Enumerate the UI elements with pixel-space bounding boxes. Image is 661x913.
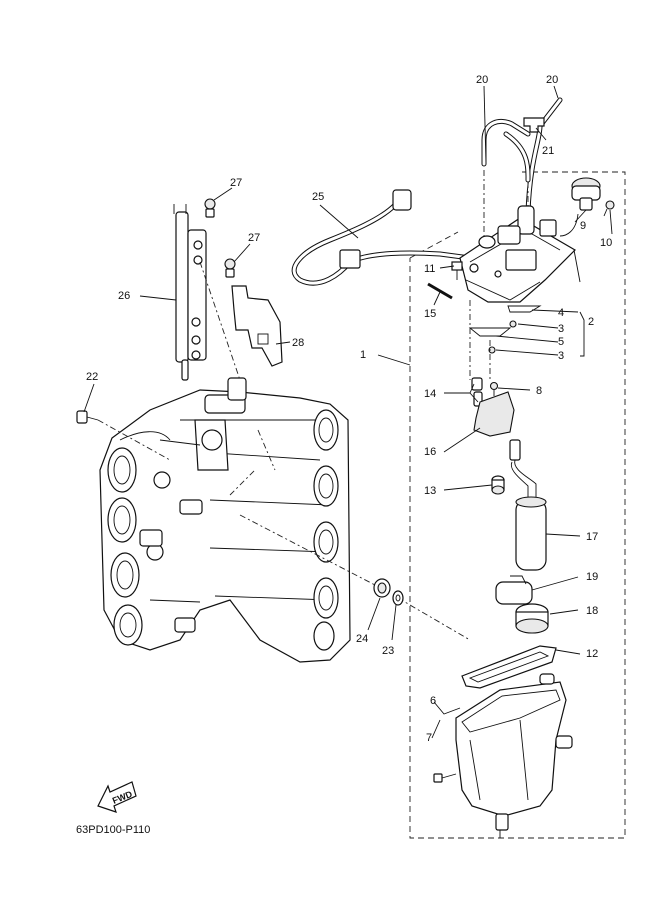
part-12-gasket [461, 645, 557, 689]
intake-fittings [139, 377, 247, 633]
part-16-bracket [473, 391, 515, 437]
part-15-pin [427, 282, 453, 300]
callout-28: 28 [292, 337, 304, 349]
vapor-separator-cover [459, 205, 576, 303]
part-27-bolt-lower [224, 258, 236, 278]
part-3-screws [488, 320, 517, 354]
part-11-screw [451, 261, 463, 280]
part-19-pump-holder [495, 575, 533, 605]
callout-15: 15 [424, 308, 436, 320]
callout-8: 8 [536, 385, 542, 397]
callout-labels: 20 20 21 25 27 27 26 28 22 9 10 11 15 4 … [86, 74, 612, 744]
callout-3a: 3 [558, 323, 564, 335]
callout-10: 10 [600, 237, 612, 249]
part-26-fuel-rail [173, 204, 207, 381]
callout-6: 6 [430, 695, 436, 707]
callout-11: 11 [424, 263, 435, 275]
callout-2: 2 [588, 316, 594, 328]
part-24-grommet [373, 578, 391, 598]
callout-13: 13 [424, 485, 436, 497]
part-27-bolt-upper [204, 198, 216, 218]
callout-21: 21 [542, 145, 554, 157]
part-18-rubber-mount [515, 603, 549, 634]
leader-lines [83, 85, 613, 739]
callout-17: 17 [586, 531, 598, 543]
callout-26: 26 [118, 290, 130, 302]
engine-block [99, 377, 351, 663]
drawing-code: 63PD100-P110 [76, 824, 150, 836]
callout-19: 19 [586, 571, 598, 583]
part-8-screw [489, 381, 499, 396]
callout-18: 18 [586, 605, 598, 617]
part-22-bolt [76, 410, 171, 461]
callout-23: 23 [382, 645, 394, 657]
part-13-grommet [491, 475, 505, 495]
callout-25: 25 [312, 191, 324, 203]
callout-24: 24 [356, 633, 368, 645]
part-28-bracket [231, 285, 283, 367]
part-21-t-joint [523, 117, 545, 133]
part-17-fuel-pump [509, 439, 547, 571]
part-7-screw [433, 773, 457, 783]
callout-12: 12 [586, 648, 598, 660]
callout-27a: 27 [230, 177, 242, 189]
callout-9: 9 [580, 220, 586, 232]
callout-20a: 20 [476, 74, 488, 86]
callout-14: 14 [424, 388, 436, 400]
part-23-washer [392, 590, 404, 606]
part-6-float-chamber [455, 673, 573, 838]
callout-4: 4 [558, 307, 564, 319]
callout-22: 22 [86, 371, 98, 383]
engine-ports [107, 409, 339, 651]
part-9-pressure-regulator [559, 177, 601, 237]
callout-20b: 20 [546, 74, 558, 86]
callout-1: 1 [360, 349, 366, 361]
callout-27b: 27 [248, 232, 260, 244]
assembly-1-dashed-outline [409, 171, 626, 839]
callout-3b: 3 [558, 350, 564, 362]
callout-5: 5 [558, 336, 564, 348]
fwd-arrow-icon: FWD [97, 781, 137, 813]
part-25-wire-harness [291, 189, 473, 286]
part-4-5-gaskets [468, 305, 542, 337]
callout-16: 16 [424, 446, 436, 458]
part-10-screw [603, 200, 615, 217]
callout-7: 7 [426, 732, 432, 744]
